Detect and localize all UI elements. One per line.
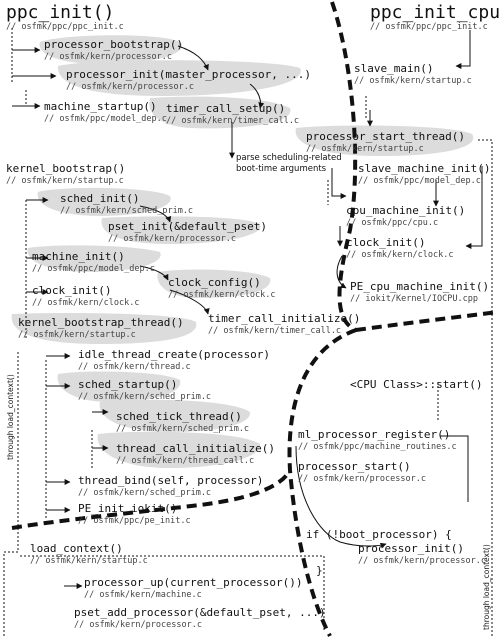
ppc-init-cpu-file: // osfmk/ppc/ppc_init.c (370, 22, 488, 32)
pset-add-processor-function: pset_add_processor(&default_pset, ...) (74, 606, 326, 619)
load-context-function: load_context() (30, 542, 123, 555)
ml-processor-register-function: ml_processor_register() (298, 428, 450, 441)
processor-init-master-file: // osfmk/kern/processor.c (66, 82, 194, 92)
thread-call-initialize-function: thread_call_initialize() (116, 442, 275, 455)
sched-startup-file: // osfmk/kern/sched_prim.c (78, 392, 211, 402)
machine-init-function: machine_init() (32, 250, 125, 263)
thread-call-initialize-file: // osfmk/kern/thread_call.c (116, 456, 254, 466)
cpu-class-start: <CPU Class>::start() (350, 378, 482, 391)
sched-startup-function: sched_startup() (78, 378, 177, 391)
processor-bootstrap-file: // osfmk/kern/processor.c (44, 52, 172, 62)
slave-main-function: slave_main() (354, 62, 433, 75)
machine-init-file: // osfmk/ppc/model_dep.c (32, 264, 155, 274)
dotted-connectors (3, 28, 493, 636)
thread-bind-function: thread_bind(self, processor) (78, 474, 263, 487)
thread-bind-file: // osfmk/kern/sched_prim.c (78, 488, 211, 498)
ml-processor-register-file: // osfmk/ppc/machine_routines.c (298, 442, 457, 452)
sched-tick-thread-function: sched_tick_thread() (116, 410, 242, 423)
kernel-bootstrap-thread-function: kernel_bootstrap_thread() (18, 316, 184, 329)
slave-machine-init-function: slave_machine_init() (358, 162, 490, 175)
processor-start-thread-file: // osfmk/kern/startup.c (306, 144, 424, 154)
pe-cpu-machine-init-function: PE_cpu_machine_init() (350, 280, 489, 293)
clock-init-left-file: // osfmk/kern/clock.c (32, 298, 139, 308)
machine-startup-function: machine_startup() (44, 100, 157, 113)
processor-up-function: processor_up(current_processor()) (84, 576, 303, 589)
clock-config-file: // osfmk/kern/clock.c (168, 290, 275, 300)
idle-thread-create-function: idle_thread_create(processor) (78, 348, 270, 361)
ppc-init-file: // osfmk/ppc/ppc_init.c (6, 22, 124, 32)
sched-init-function: sched_init() (60, 192, 139, 205)
note-line-1: parse scheduling-related (236, 153, 342, 163)
processor-init-slave-file: // osfmk/kern/processor.c (358, 556, 486, 566)
if-boot-processor: if (!boot_processor) { (306, 528, 452, 541)
call-arrows (12, 30, 483, 589)
kernel-bootstrap-thread-file: // osfmk/kern/startup.c (18, 330, 136, 340)
close-brace: } (316, 564, 323, 577)
processor-start-thread-function: processor_start_thread() (306, 130, 465, 143)
pset-init-file: // osfmk/kern/processor.c (108, 234, 236, 244)
through-load-context-right: through load_context() (482, 544, 491, 630)
note-line-2: boot-time arguments (236, 164, 327, 174)
timer-call-initialize-file: // osfmk/kern/timer_call.c (208, 326, 341, 336)
clock-init-right-file: // osfmk/kern/clock.c (346, 250, 453, 260)
clock-init-right-function: clock_init() (346, 236, 425, 249)
diagram-labels: ppc_init()// osfmk/ppc/ppc_init.cprocess… (6, 2, 500, 630)
slave-machine-init-file: // osfmk/ppc/model_dep.c (358, 176, 481, 186)
processor-start-function: processor_start() (298, 460, 411, 473)
clock-config-function: clock_config() (168, 276, 261, 289)
pe-cpu-machine-init-file: // iokit/Kernel/IOCPU.cpp (350, 294, 478, 304)
pe-init-iokit-function: PE_init_iokit() (78, 502, 177, 515)
pset-init-function: pset_init(&default_pset) (108, 220, 267, 233)
cpu-machine-init-file: // osfmk/ppc/cpu.c (346, 218, 438, 228)
boundary-lines (11, 1, 499, 637)
kernel-bootstrap-function: kernel_bootstrap() (6, 162, 125, 175)
slave-main-file: // osfmk/kern/startup.c (354, 76, 472, 86)
timer-call-setup-file: // osfmk/kern/timer_call.c (166, 116, 299, 126)
sched-init-file: // osfmk/kern/sched_prim.c (60, 206, 193, 216)
load-context-file: // osfmk/kern/startup.c (30, 556, 148, 566)
processor-bootstrap-function: processor_bootstrap() (44, 38, 183, 51)
pe-init-iokit-file: // osfmk/ppc/pe_init.c (78, 516, 191, 526)
processor-init-master-function: processor_init(master_processor, ...) (66, 68, 311, 81)
highlight-blobs (11, 35, 474, 468)
cpu-machine-init-function: cpu_machine_init() (346, 204, 465, 217)
processor-init-slave-function: processor_init() (358, 542, 464, 555)
timer-call-setup-function: timer_call_setup() (166, 102, 285, 115)
pset-add-processor-file: // osfmk/kern/processor.c (74, 620, 202, 630)
machine-startup-file: // osfmk/ppc/model_dep.c (44, 114, 167, 124)
through-load-context-left: through load_context() (6, 374, 15, 460)
sched-tick-thread-file: // osfmk/kern/sched_prim.c (116, 424, 249, 434)
processor-up-file: // osfmk/kern/machine.c (84, 590, 202, 600)
kernel-bootstrap-file: // osfmk/kern/startup.c (6, 176, 124, 186)
timer-call-initialize-function: timer_call_initialize() (208, 312, 360, 325)
processor-start-file: // osfmk/kern/processor.c (298, 474, 426, 484)
idle-thread-create-file: // osfmk/kern/thread.c (78, 362, 191, 372)
ppc-init-cpu-function: ppc_init_cpu() (370, 2, 500, 23)
clock-init-left-function: clock_init() (32, 284, 111, 297)
ppc-init-function: ppc_init() (6, 2, 114, 23)
